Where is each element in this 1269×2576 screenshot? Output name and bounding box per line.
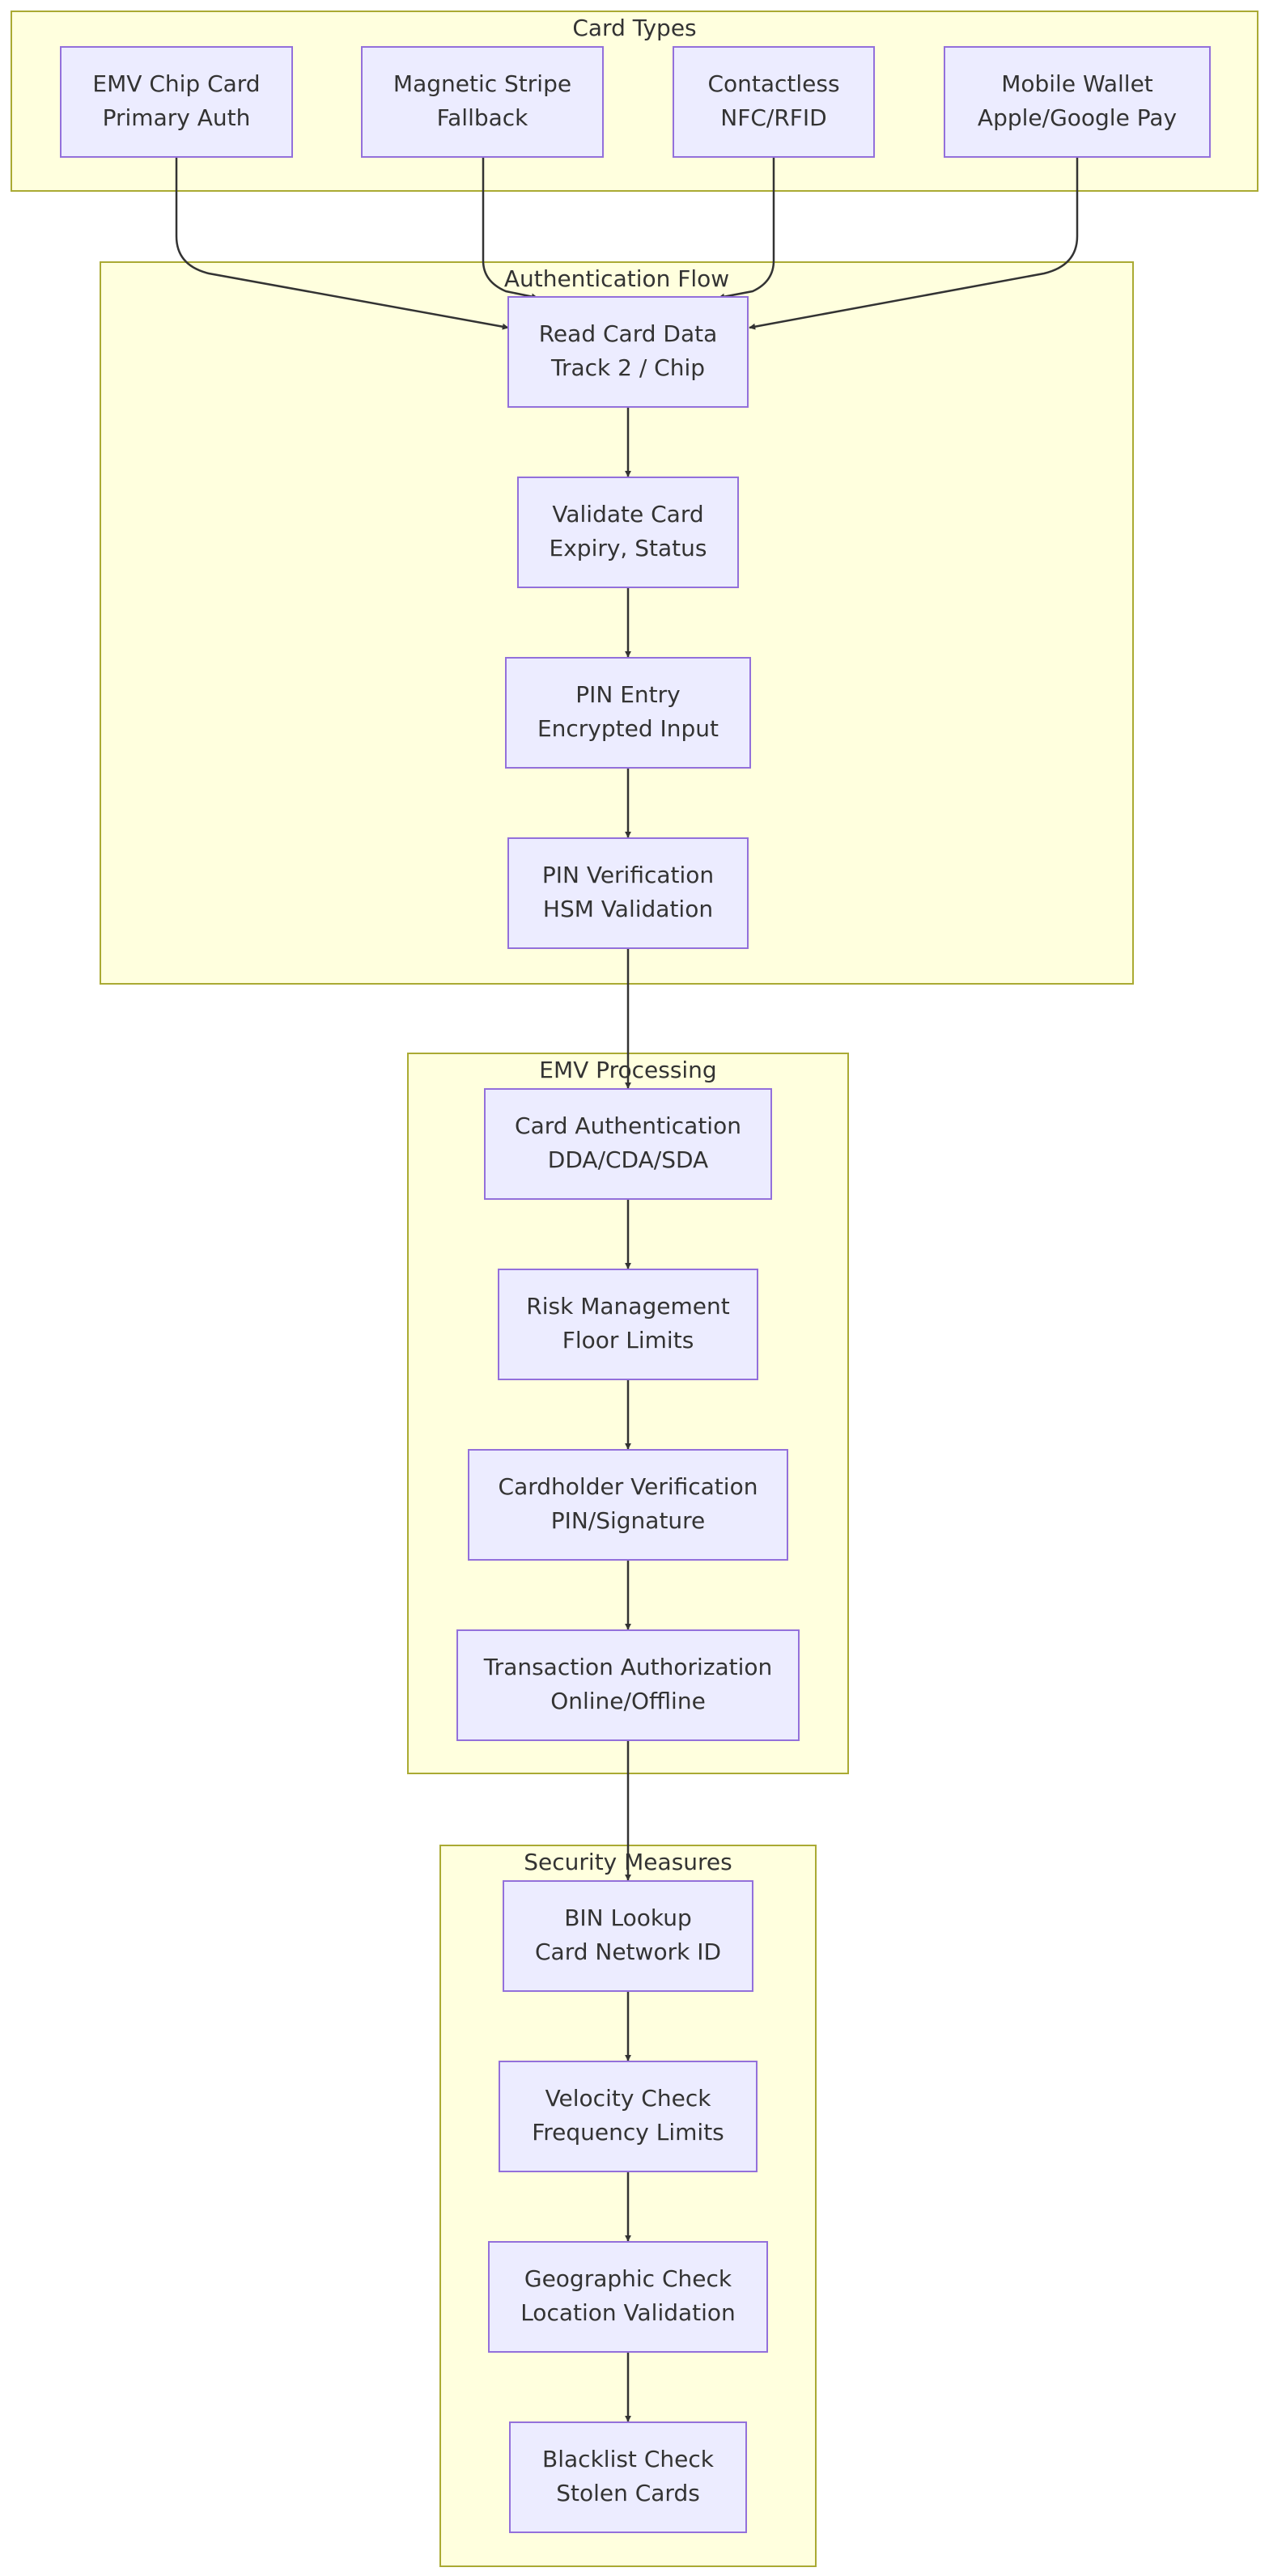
node-label-risk-management: Risk Management: [526, 1293, 729, 1320]
node-label-pin-entry: PIN Entry: [575, 681, 681, 708]
node-sublabel-track-chip: Track 2 / Chip: [550, 354, 705, 381]
node-label-transaction-authorization: Transaction Authorization: [483, 1654, 773, 1680]
node-sublabel-expiry-status: Expiry, Status: [550, 535, 707, 561]
node-label-read-card-data: Read Card Data: [539, 320, 718, 347]
node-sublabel-stolen-cards: Stolen Cards: [556, 2480, 700, 2506]
node-sublabel-card-network-id: Card Network ID: [535, 1938, 721, 1965]
node-sublabel-frequency-limits: Frequency Limits: [532, 2119, 724, 2146]
node-blacklist-check[interactable]: Blacklist Check Stolen Cards: [509, 2421, 747, 2533]
node-label-magnetic-stripe: Magnetic Stripe: [393, 70, 571, 97]
node-sublabel-hsm-validation: HSM Validation: [543, 896, 713, 922]
node-emv-chip-card[interactable]: EMV Chip Card Primary Auth: [60, 46, 293, 158]
node-label-mobile-wallet: Mobile Wallet: [1001, 70, 1153, 97]
node-sublabel-online-offline: Online/Offline: [550, 1688, 706, 1714]
node-sublabel-encrypted-input: Encrypted Input: [537, 715, 719, 742]
node-sublabel-nfc-rfid: NFC/RFID: [720, 104, 826, 131]
node-pin-entry[interactable]: PIN Entry Encrypted Input: [505, 657, 751, 769]
node-label-validate-card: Validate Card: [552, 501, 703, 527]
node-label-emv-chip-card: EMV Chip Card: [92, 70, 260, 97]
node-sublabel-location-validation: Location Validation: [520, 2299, 736, 2326]
node-contactless[interactable]: Contactless NFC/RFID: [673, 46, 875, 158]
node-transaction-authorization[interactable]: Transaction Authorization Online/Offline: [456, 1629, 800, 1741]
node-label-card-authentication: Card Authentication: [515, 1112, 741, 1139]
node-label-blacklist-check: Blacklist Check: [542, 2446, 715, 2472]
node-pin-verification[interactable]: PIN Verification HSM Validation: [507, 837, 749, 949]
node-label-velocity-check: Velocity Check: [545, 2085, 712, 2112]
edge-mag-stripe-to-read-card: [482, 157, 538, 300]
node-sublabel-pin-signature: PIN/Signature: [551, 1507, 706, 1534]
node-sublabel-fallback: Fallback: [437, 104, 529, 131]
edge-mobile-wallet-to-read-card: [749, 157, 1079, 330]
edges: [175, 157, 1079, 2422]
node-sublabel-dda-cda-sda: DDA/CDA/SDA: [548, 1146, 708, 1173]
node-mobile-wallet[interactable]: Mobile Wallet Apple/Google Pay: [944, 46, 1211, 158]
edge-contactless-to-read-card: [718, 157, 775, 300]
node-sublabel-floor-limits: Floor Limits: [562, 1327, 694, 1354]
cluster-title-authentication-flow: Authentication Flow: [504, 265, 729, 292]
node-bin-lookup[interactable]: BIN Lookup Card Network ID: [503, 1880, 753, 1992]
edge-emv-chip-to-read-card: [175, 157, 509, 330]
node-cardholder-verification[interactable]: Cardholder Verification PIN/Signature: [468, 1449, 788, 1561]
node-label-pin-verification: PIN Verification: [542, 862, 714, 888]
cluster-title-card-types: Card Types: [572, 15, 696, 41]
node-risk-management[interactable]: Risk Management Floor Limits: [498, 1269, 758, 1380]
node-read-card-data[interactable]: Read Card Data Track 2 / Chip: [507, 296, 749, 408]
node-label-cardholder-verification: Cardholder Verification: [499, 1473, 758, 1500]
node-sublabel-primary-auth: Primary Auth: [103, 104, 251, 131]
node-card-authentication[interactable]: Card Authentication DDA/CDA/SDA: [484, 1088, 772, 1200]
node-label-bin-lookup: BIN Lookup: [564, 1904, 692, 1931]
node-validate-card[interactable]: Validate Card Expiry, Status: [517, 477, 739, 588]
node-magnetic-stripe[interactable]: Magnetic Stripe Fallback: [361, 46, 604, 158]
node-sublabel-apple-google-pay: Apple/Google Pay: [978, 104, 1177, 131]
node-label-geographic-check: Geographic Check: [524, 2265, 732, 2292]
node-label-contactless: Contactless: [707, 70, 839, 97]
node-geographic-check[interactable]: Geographic Check Location Validation: [488, 2241, 768, 2353]
node-velocity-check[interactable]: Velocity Check Frequency Limits: [499, 2061, 758, 2172]
